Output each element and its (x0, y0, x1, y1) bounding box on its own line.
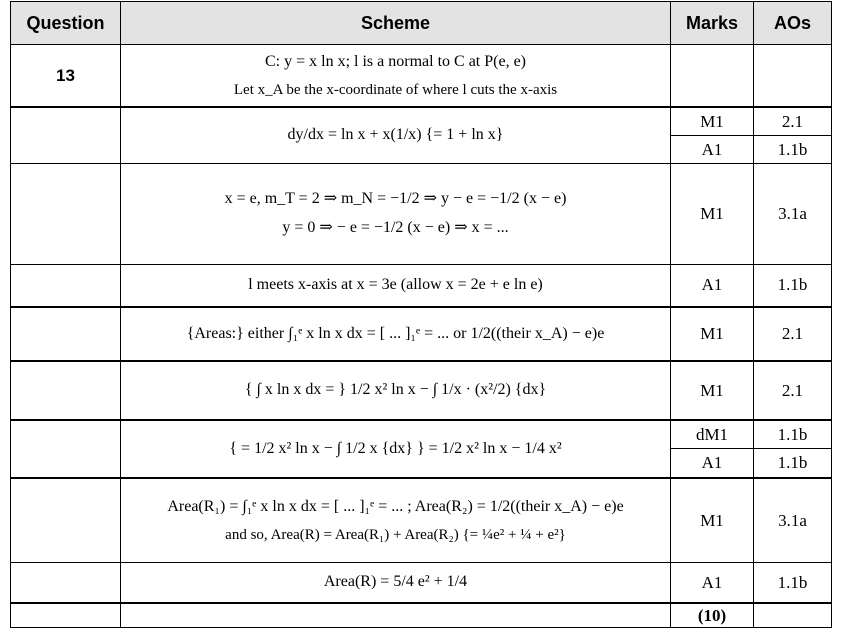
mark: M1 (670, 305, 754, 362)
scheme-row: l meets x-axis at x = 3e (allow x = 2e +… (10, 264, 832, 308)
scheme-line: and so, Area(R) = Area(R₁) + Area(R₂) {=… (225, 526, 566, 543)
header-scheme: Scheme (120, 0, 671, 46)
question-number: 13 (10, 44, 121, 108)
mark: A1 (670, 448, 754, 479)
scheme-cell: {Areas:} either ∫₁ᵉ x ln x dx = [ ... ]₁… (120, 305, 671, 362)
mark: dM1 (670, 418, 754, 450)
ao: 1.1b (753, 418, 832, 450)
total-marks: (10) (670, 602, 754, 629)
ao: 2.1 (753, 106, 832, 137)
ao: 1.1b (753, 135, 832, 165)
ao: 3.1a (753, 477, 832, 564)
header-marks: Marks (670, 0, 754, 46)
scheme-row: x = e, m_T = 2 ⇒ m_N = −1/2 ⇒ y − e = −1… (10, 163, 832, 266)
mark: A1 (670, 135, 754, 165)
scheme-row: dy/dx = ln x + x(1/x) {= 1 + ln x} M1 2.… (10, 106, 832, 165)
scheme-cell: Area(R) = 5/4 e² + 1/4 (120, 562, 671, 604)
ao: 1.1b (753, 562, 832, 604)
scheme-row: { ∫ x ln x dx = } 1/2 x² ln x − ∫ 1/x · … (10, 360, 832, 421)
total-row: (10) (10, 602, 832, 629)
scheme-line: y = 0 ⇒ − e = −1/2 (x − e) ⇒ x = ... (282, 219, 509, 237)
scheme-row: A1 1.1b (11, 448, 832, 479)
scheme-cell: x = e, m_T = 2 ⇒ m_N = −1/2 ⇒ y − e = −1… (120, 163, 671, 266)
scheme-cell: l meets x-axis at x = 3e (allow x = 2e +… (120, 264, 671, 308)
intro-row: 13 C: y = x ln x; l is a normal to C at … (10, 44, 832, 108)
intro-line-1: C: y = x ln x; l is a normal to C at P(e… (265, 52, 526, 70)
mark-scheme-table: Question Scheme Marks AOs 13 C: y = x ln… (10, 0, 832, 629)
header-row: Question Scheme Marks AOs (10, 0, 832, 46)
mark: M1 (670, 106, 754, 137)
scheme-cell: Area(R₁) = ∫₁ᵉ x ln x dx = [ ... ]₁ᵉ = .… (120, 477, 671, 564)
mark: A1 (670, 562, 754, 604)
intro-cell: C: y = x ln x; l is a normal to C at P(e… (120, 44, 671, 108)
intro-line-2: Let x_A be the x-coordinate of where l c… (233, 81, 558, 98)
header-question: Question (10, 0, 121, 46)
scheme-cell: { = 1/2 x² ln x − ∫ 1/2 x {dx} } = 1/2 x… (120, 418, 671, 479)
scheme-cell: dy/dx = ln x + x(1/x) {= 1 + ln x} (120, 106, 671, 165)
scheme-row: Area(R) = 5/4 e² + 1/4 A1 1.1b (10, 562, 832, 604)
scheme-row: Area(R₁) = ∫₁ᵉ x ln x dx = [ ... ]₁ᵉ = .… (10, 477, 832, 564)
scheme-row: {Areas:} either ∫₁ᵉ x ln x dx = [ ... ]₁… (10, 305, 832, 362)
ao: 1.1b (753, 448, 832, 479)
mark: A1 (670, 264, 754, 308)
mark: M1 (670, 477, 754, 564)
ao: 3.1a (753, 163, 832, 266)
scheme-line: x = e, m_T = 2 ⇒ m_N = −1/2 ⇒ y − e = −1… (224, 190, 567, 208)
mark: M1 (670, 360, 754, 421)
ao: 2.1 (753, 305, 832, 362)
scheme-row: A1 1.1b (11, 135, 832, 165)
ao: 2.1 (753, 360, 832, 421)
scheme-line: Area(R₁) = ∫₁ᵉ x ln x dx = [ ... ]₁ᵉ = .… (167, 497, 624, 515)
scheme-cell: { ∫ x ln x dx = } 1/2 x² ln x − ∫ 1/x · … (120, 360, 671, 421)
ao: 1.1b (753, 264, 832, 308)
scheme-row: { = 1/2 x² ln x − ∫ 1/2 x {dx} } = 1/2 x… (10, 418, 832, 479)
header-aos: AOs (753, 0, 832, 46)
mark: M1 (670, 163, 754, 266)
